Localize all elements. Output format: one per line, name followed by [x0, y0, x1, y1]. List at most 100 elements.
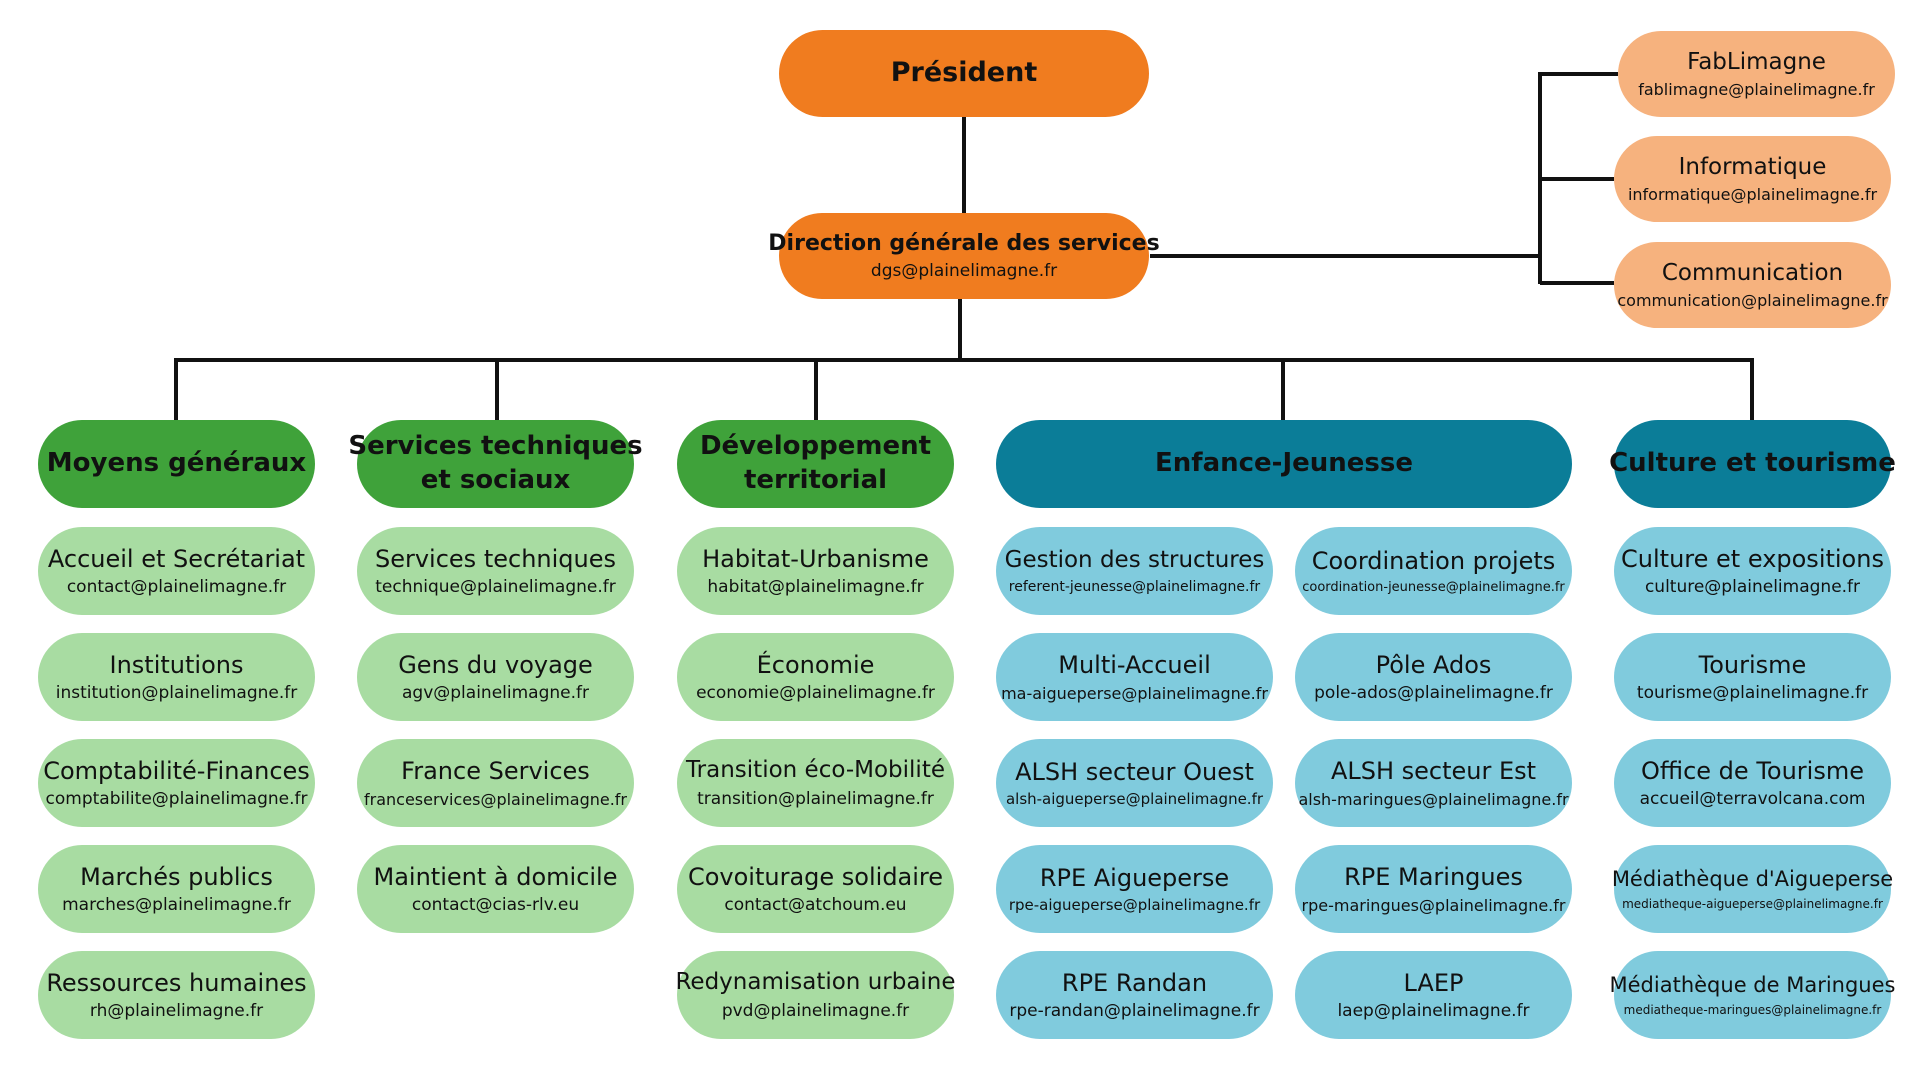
unit-title: Redynamisation urbaine: [675, 969, 956, 996]
dept-head-services-techniques: Services techniques et sociaux: [348, 420, 643, 508]
unit-office-tourisme: Office de Tourisme accueil@terravolcana.…: [1614, 739, 1891, 827]
unit-email: rpe-aigueperse@plainelimagne.fr: [1008, 896, 1261, 915]
side-unit-fablimagne: FabLimagne fablimagne@plainelimagne.fr: [1618, 31, 1895, 117]
unit-title: ALSH secteur Est: [1330, 757, 1537, 786]
unit-email: rpe-maringues@plainelimagne.fr: [1301, 895, 1566, 915]
unit-laep: LAEP laep@plainelimagne.fr: [1295, 951, 1572, 1039]
unit-gestion-structures: Gestion des structures referent-jeunesse…: [996, 527, 1273, 615]
side-unit-email: communication@plainelimagne.fr: [1617, 291, 1888, 311]
unit-economie: Économie economie@plainelimagne.fr: [677, 633, 954, 721]
unit-coordination-projets: Coordination projets coordination-jeunes…: [1295, 527, 1572, 615]
unit-email: rh@plainelimagne.fr: [89, 1001, 264, 1022]
unit-title: Médiathèque de Maringues: [1609, 973, 1896, 998]
unit-redynamisation-urbaine: Redynamisation urbaine pvd@plainelimagne…: [675, 951, 956, 1039]
unit-mediatheque-maringues: Médiathèque de Maringues mediatheque-mar…: [1610, 951, 1895, 1039]
unit-email: mediatheque-aigueperse@plainelimagne.fr: [1622, 896, 1883, 911]
unit-title: RPE Maringues: [1344, 863, 1523, 892]
unit-mediatheque-aigueperse: Médiathèque d'Aigueperse mediatheque-aig…: [1611, 845, 1894, 933]
president-box: Président: [779, 30, 1149, 117]
unit-email: pole-ados@plainelimagne.fr: [1314, 683, 1553, 704]
unit-email: culture@plainelimagne.fr: [1644, 577, 1861, 598]
dept-head-title: Moyens généraux: [46, 448, 307, 479]
unit-title: Culture et expositions: [1621, 544, 1884, 573]
unit-title: Tourisme: [1698, 650, 1807, 679]
unit-email: laep@plainelimagne.fr: [1337, 1001, 1530, 1022]
unit-email: mediatheque-maringues@plainelimagne.fr: [1623, 1002, 1882, 1017]
unit-email: habitat@plainelimagne.fr: [707, 577, 924, 598]
unit-france-services: France Services franceservices@plainelim…: [357, 739, 634, 827]
unit-email: contact@plainelimagne.fr: [66, 577, 287, 598]
unit-title: Covoiturage solidaire: [687, 862, 944, 891]
unit-email: tourisme@plainelimagne.fr: [1636, 683, 1869, 704]
unit-title: Services techniques: [374, 544, 616, 573]
unit-accueil-secretariat: Accueil et Secrétariat contact@plainelim…: [38, 527, 315, 615]
unit-title: RPE Randan: [1061, 968, 1208, 997]
unit-comptabilite-finances: Comptabilité-Finances comptabilite@plain…: [38, 739, 315, 827]
side-unit-email: informatique@plainelimagne.fr: [1627, 185, 1878, 205]
unit-title: ALSH secteur Ouest: [1015, 757, 1254, 786]
unit-transition-eco-mobilite: Transition éco-Mobilité transition@plain…: [677, 739, 954, 827]
unit-email: ma-aigueperse@plainelimagne.fr: [1001, 683, 1268, 703]
unit-email: marches@plainelimagne.fr: [62, 895, 291, 916]
unit-email: comptabilite@plainelimagne.fr: [45, 789, 308, 810]
unit-email: coordination-jeunesse@plainelimagne.fr: [1302, 579, 1565, 595]
unit-covoiturage-solidaire: Covoiturage solidaire contact@atchoum.eu: [677, 845, 954, 933]
dept-head-title: Culture et tourisme: [1609, 448, 1896, 479]
unit-title: Office de Tourisme: [1641, 756, 1864, 785]
dgs-box: Direction générale des services dgs@plai…: [768, 213, 1160, 299]
side-unit-communication: Communication communication@plainelimagn…: [1614, 242, 1891, 328]
unit-rpe-aigueperse: RPE Aigueperse rpe-aigueperse@plainelima…: [996, 845, 1273, 933]
unit-title: RPE Aigueperse: [1039, 863, 1230, 892]
unit-email: referent-jeunesse@plainelimagne.fr: [1008, 578, 1261, 595]
side-unit-email: fablimagne@plainelimagne.fr: [1638, 80, 1875, 100]
unit-email: accueil@terravolcana.com: [1639, 789, 1866, 810]
unit-title: Institutions: [109, 650, 244, 679]
unit-title: Accueil et Secrétariat: [47, 544, 306, 573]
unit-email: transition@plainelimagne.fr: [697, 788, 934, 809]
unit-gens-du-voyage: Gens du voyage agv@plainelimagne.fr: [357, 633, 634, 721]
unit-title: Médiathèque d'Aigueperse: [1611, 867, 1894, 892]
dept-head-enfance-jeunesse: Enfance-Jeunesse: [996, 420, 1572, 508]
unit-email: institution@plainelimagne.fr: [55, 683, 298, 704]
unit-title: France Services: [401, 757, 590, 786]
side-unit-title: Informatique: [1678, 153, 1827, 180]
unit-title: Comptabilité-Finances: [43, 756, 310, 785]
unit-title: Gens du voyage: [398, 650, 593, 679]
unit-title: Transition éco-Mobilité: [686, 757, 945, 784]
unit-culture-expositions: Culture et expositions culture@plainelim…: [1614, 527, 1891, 615]
dept-head-moyens-generaux: Moyens généraux: [38, 420, 315, 508]
unit-email: rpe-randan@plainelimagne.fr: [1009, 1001, 1260, 1022]
unit-email: economie@plainelimagne.fr: [696, 683, 935, 704]
unit-title: Marchés publics: [80, 862, 273, 891]
side-unit-informatique: Informatique informatique@plainelimagne.…: [1614, 136, 1891, 222]
dgs-title: Direction générale des services: [768, 230, 1160, 256]
unit-title: Gestion des structures: [1004, 547, 1265, 574]
unit-rpe-maringues: RPE Maringues rpe-maringues@plainelimagn…: [1295, 845, 1572, 933]
unit-email: pvd@plainelimagne.fr: [721, 1000, 910, 1021]
unit-pole-ados: Pôle Ados pole-ados@plainelimagne.fr: [1295, 633, 1572, 721]
unit-email: contact@atchoum.eu: [724, 895, 907, 916]
unit-email: contact@cias-rlv.eu: [411, 895, 580, 916]
dept-head-title: Développement territorial: [699, 431, 932, 495]
unit-title: Ressources humaines: [46, 968, 307, 997]
unit-services-techniques: Services techniques technique@plainelima…: [357, 527, 634, 615]
unit-title: Habitat-Urbanisme: [702, 544, 929, 573]
unit-email: franceservices@plainelimagne.fr: [364, 789, 627, 809]
unit-marches-publics: Marchés publics marches@plainelimagne.fr: [38, 845, 315, 933]
side-unit-title: FabLimagne: [1687, 48, 1826, 75]
unit-title: Multi-Accueil: [1058, 651, 1211, 680]
president-title: Président: [890, 57, 1038, 89]
unit-rpe-randan: RPE Randan rpe-randan@plainelimagne.fr: [996, 951, 1273, 1039]
unit-title: Maintient à domicile: [373, 862, 618, 891]
unit-institutions: Institutions institution@plainelimagne.f…: [38, 633, 315, 721]
unit-email: agv@plainelimagne.fr: [402, 683, 589, 704]
unit-email: alsh-aigueperse@plainelimagne.fr: [1005, 790, 1264, 809]
unit-alsh-est: ALSH secteur Est alsh-maringues@plaineli…: [1295, 739, 1572, 827]
unit-multi-accueil: Multi-Accueil ma-aigueperse@plainelimagn…: [996, 633, 1273, 721]
unit-title: Pôle Ados: [1375, 650, 1492, 679]
unit-email: alsh-maringues@plainelimagne.fr: [1298, 789, 1569, 809]
unit-title: Économie: [756, 650, 875, 679]
unit-ressources-humaines: Ressources humaines rh@plainelimagne.fr: [38, 951, 315, 1039]
